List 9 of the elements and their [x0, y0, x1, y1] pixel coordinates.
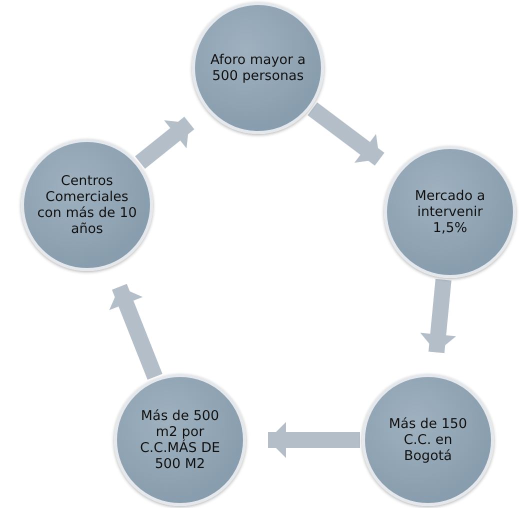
node-text: Mercado a intervenir 1,5%: [414, 188, 486, 236]
block-arrow: [109, 284, 162, 380]
node-text: Aforo mayor a 500 personas: [209, 52, 307, 84]
node-text: Centros Comerciales con más de 10 años: [37, 172, 137, 238]
block-arrow: [308, 102, 384, 166]
node-text: Más de 500 m2 por C.C.MÁS DE 500 M2: [138, 408, 222, 472]
block-arrow: [420, 278, 456, 354]
node-text: Más de 150 C.C. en Bogotá: [388, 416, 468, 464]
block-arrow: [268, 422, 360, 458]
